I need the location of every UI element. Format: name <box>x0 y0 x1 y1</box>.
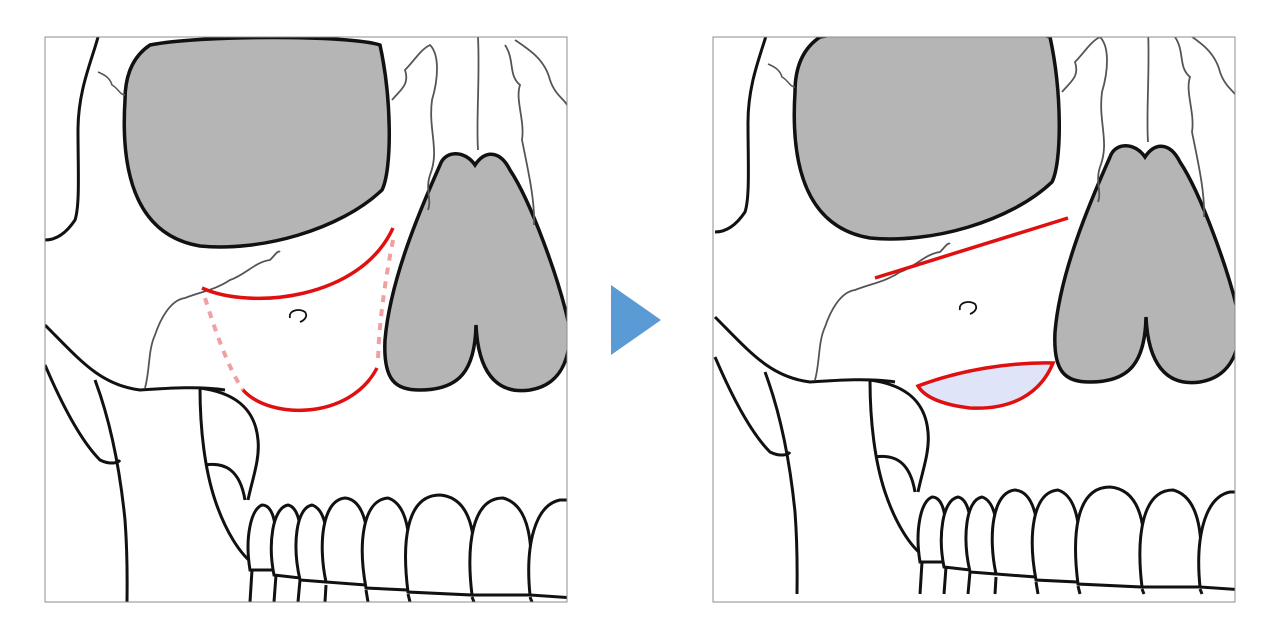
bone-graft <box>915 361 1056 410</box>
before-panel <box>44 36 568 603</box>
upper-incision <box>201 227 395 301</box>
dashed-incision-left <box>203 297 245 392</box>
osteotomy-line <box>874 216 1069 280</box>
right-arrow-icon <box>611 285 661 355</box>
dashed-incision-right <box>376 239 395 366</box>
after-panel <box>712 36 1236 603</box>
lower-incision <box>241 367 379 413</box>
